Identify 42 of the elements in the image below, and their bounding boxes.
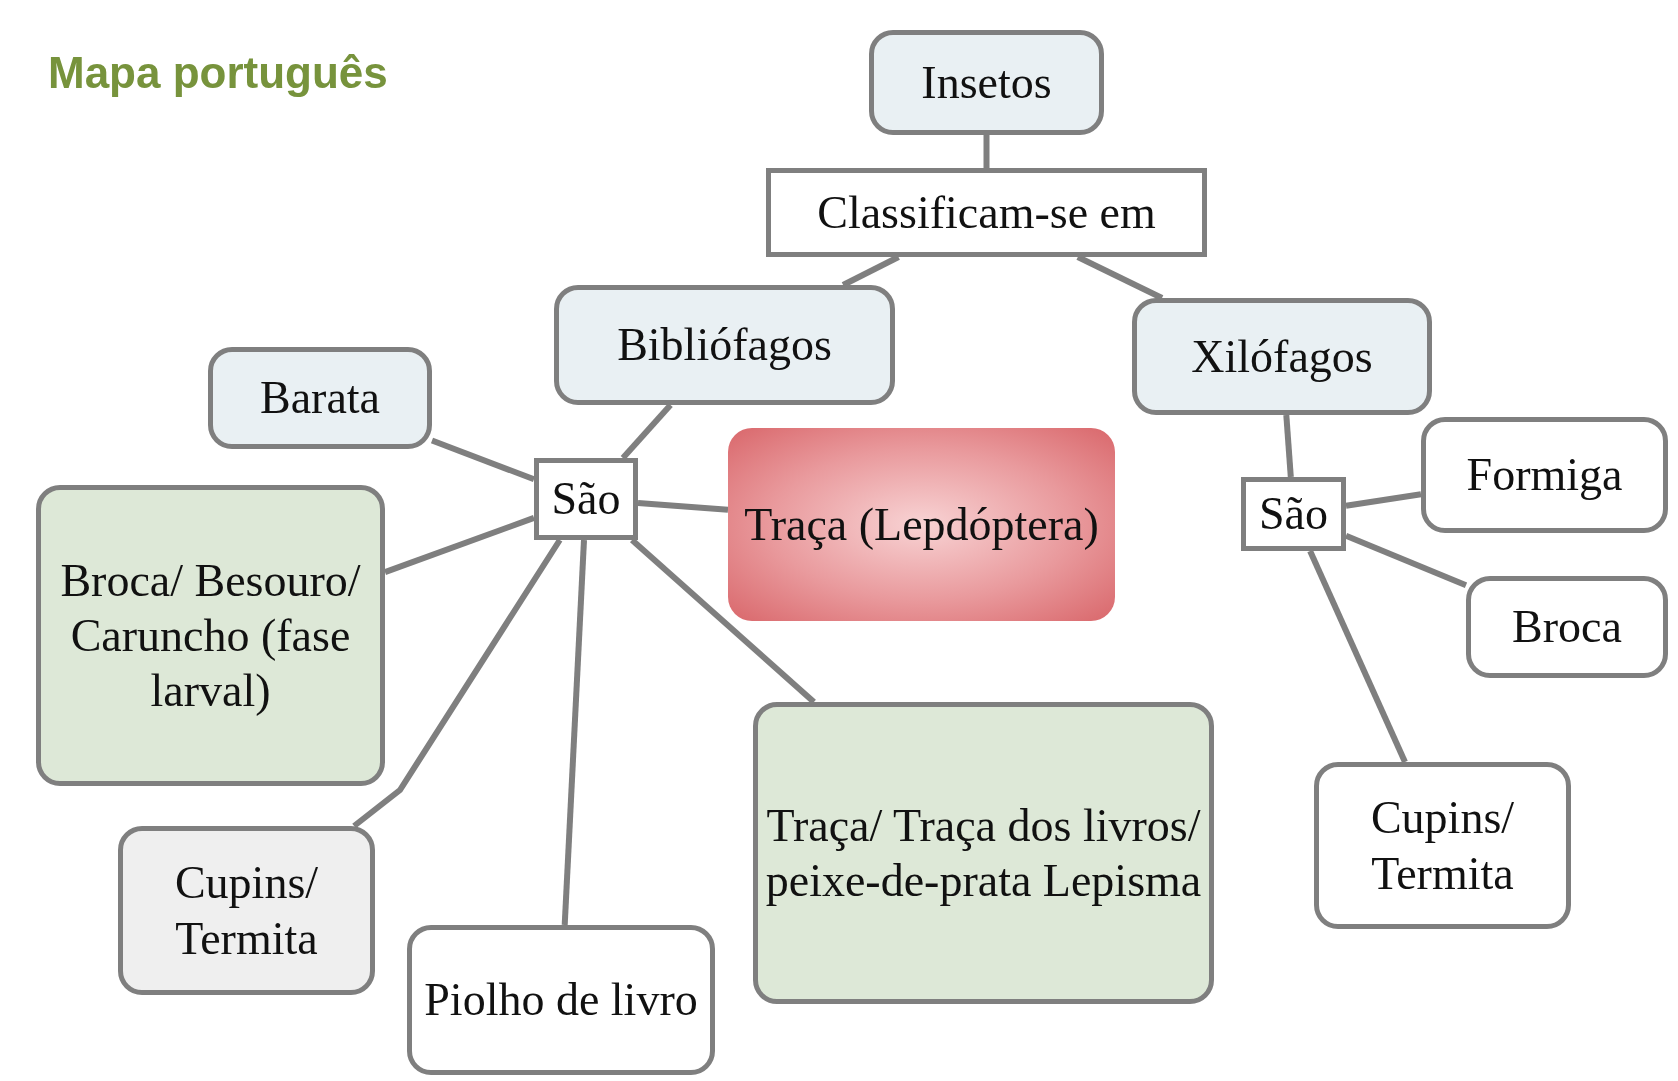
concept-box xyxy=(1421,417,1668,533)
connector-line xyxy=(383,515,536,575)
connector-line xyxy=(1345,491,1422,509)
concept-box xyxy=(208,347,432,449)
concept-box xyxy=(753,702,1214,1004)
concept-box xyxy=(869,30,1104,135)
concept-text: Xilófagos xyxy=(1191,329,1373,384)
connector-line xyxy=(561,539,587,926)
connector-line xyxy=(352,538,563,829)
connector-line xyxy=(620,403,673,460)
concept-text: Cupins/ Termita xyxy=(1369,791,1516,901)
concept-text: São xyxy=(551,472,621,527)
connector-line xyxy=(983,135,990,168)
concept-text: Piolho de livro xyxy=(424,973,698,1028)
concept-text: Classificam-se em xyxy=(817,185,1156,240)
concept-box xyxy=(118,826,375,995)
concept-text: Cupins/ Termita xyxy=(173,856,320,966)
concept-text: Barata xyxy=(260,371,380,426)
concept-text: Traça (Lepdóptera) xyxy=(744,497,1099,552)
concept-box xyxy=(554,285,895,405)
linking-word-box xyxy=(1241,477,1346,551)
connector-line xyxy=(1307,549,1408,764)
concept-text: Insetos xyxy=(921,55,1052,110)
concept-box xyxy=(1314,762,1571,929)
concept-box xyxy=(36,485,385,786)
connector-line xyxy=(637,500,729,513)
connector-line xyxy=(1344,532,1468,589)
concept-text: Broca/ Besouro/ Caruncho (fase larval) xyxy=(59,553,362,719)
concept-text: São xyxy=(1259,487,1328,542)
page-title: Mapa português xyxy=(48,48,388,98)
connector-line xyxy=(1283,414,1294,478)
concept-box xyxy=(407,925,715,1075)
concept-box xyxy=(1132,298,1432,415)
linking-word-box xyxy=(534,458,638,540)
concept-text: Traça/ Traça dos livros/ peixe-de-prata Lepisma xyxy=(764,798,1203,908)
concept-text: Formiga xyxy=(1466,448,1623,503)
concept-text: Bibliófagos xyxy=(617,318,832,373)
connector-line xyxy=(430,437,536,483)
concept-box xyxy=(1466,576,1668,678)
concept-text: Broca xyxy=(1512,600,1622,655)
linking-word-box xyxy=(766,168,1207,257)
concept-box xyxy=(728,428,1115,621)
